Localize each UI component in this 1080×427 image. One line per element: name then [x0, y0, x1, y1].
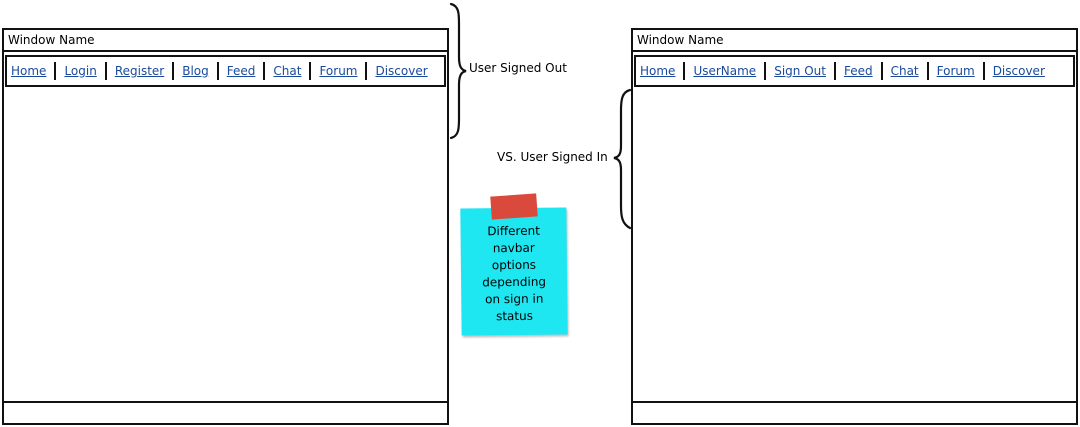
navbar-signed-in: Home UserName Sign Out Feed Chat Forum D… [634, 55, 1075, 87]
window-title: Window Name [633, 30, 1076, 52]
sticky-note-text: Different navbar options depending on si… [482, 223, 547, 324]
nav-chat-link[interactable]: Chat [880, 62, 927, 80]
window-title: Window Name [4, 30, 447, 52]
nav-chat-link[interactable]: Chat [263, 62, 309, 80]
nav-username-link[interactable]: UserName [683, 62, 764, 80]
tape-icon [490, 193, 538, 220]
nav-login-link[interactable]: Login [54, 62, 104, 80]
signed-out-brace-icon [449, 2, 467, 140]
nav-sign-out-link[interactable]: Sign Out [764, 62, 834, 80]
nav-discover-link[interactable]: Discover [365, 62, 435, 80]
status-bar [633, 401, 1076, 423]
nav-blog-link[interactable]: Blog [172, 62, 217, 80]
nav-home-link[interactable]: Home [11, 64, 47, 78]
navbar-signed-out: Home Login Register Blog Feed Chat Forum… [5, 55, 446, 87]
status-bar [4, 401, 447, 423]
signed-in-window: Window Name Home UserName Sign Out Feed … [631, 28, 1078, 425]
nav-home-link[interactable]: Home [640, 64, 676, 78]
signed-out-label: User Signed Out [469, 61, 567, 75]
nav-forum-link[interactable]: Forum [926, 62, 983, 80]
sticky-note: Different navbar options depending on si… [460, 207, 568, 336]
signed-out-window: Window Name Home Login Register Blog Fee… [2, 28, 449, 425]
signed-in-brace-icon [613, 88, 632, 230]
nav-feed-link[interactable]: Feed [833, 62, 881, 80]
nav-forum-link[interactable]: Forum [309, 62, 365, 80]
signed-in-label: VS. User Signed In [497, 150, 608, 164]
nav-register-link[interactable]: Register [104, 62, 172, 80]
nav-feed-link[interactable]: Feed [216, 62, 264, 80]
nav-discover-link[interactable]: Discover [982, 62, 1053, 80]
